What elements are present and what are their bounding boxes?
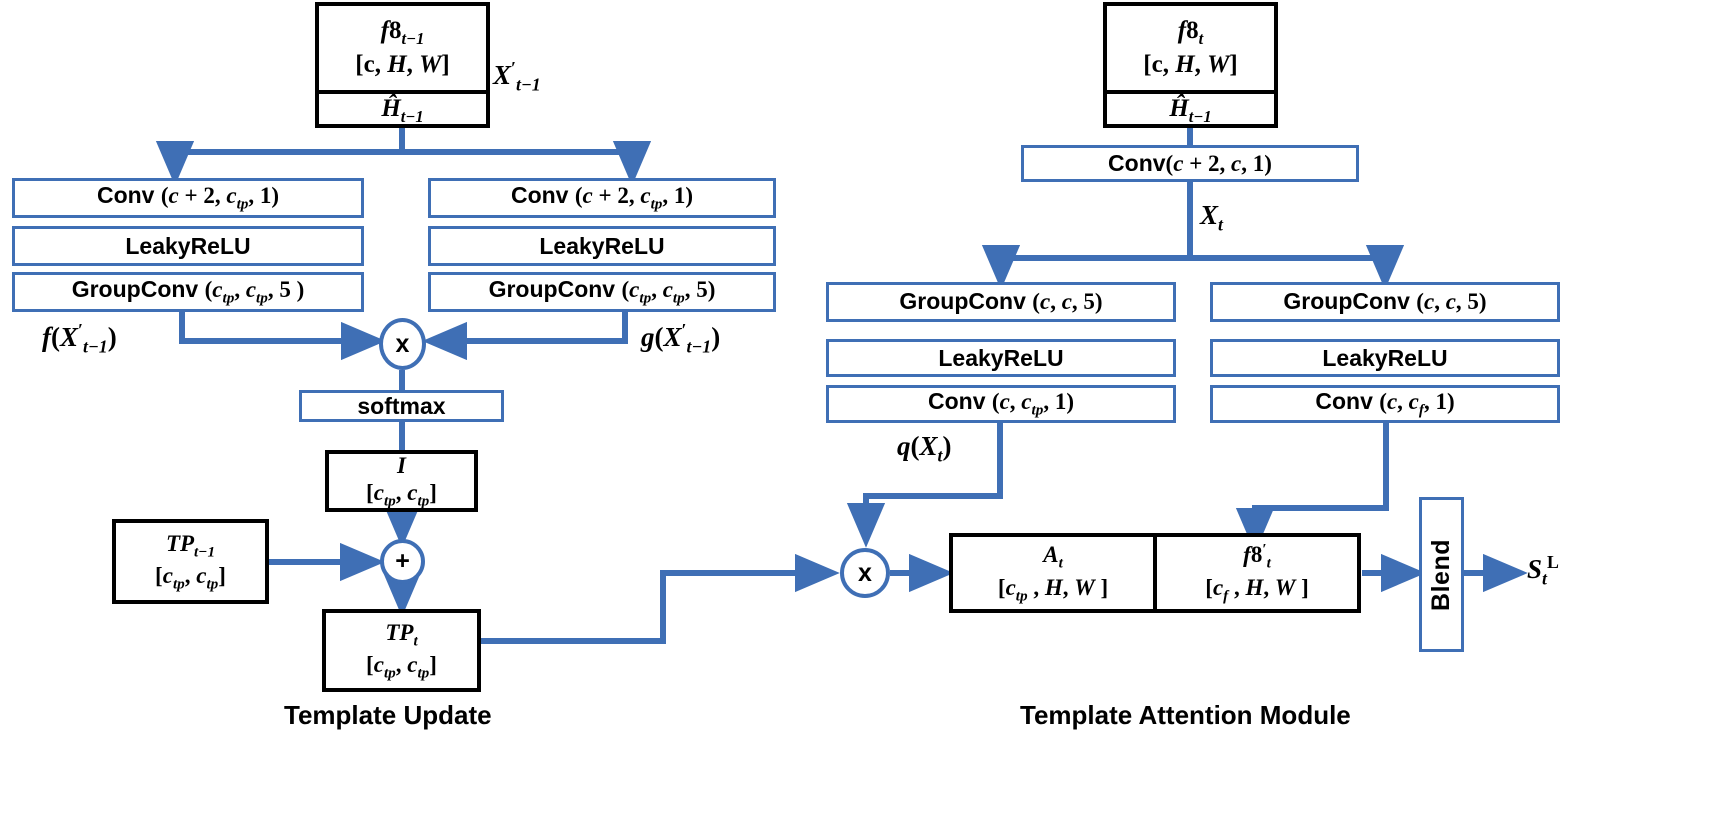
left-softmax-box: softmax [299, 390, 504, 422]
right-input-feature-shape: [c, H, W] [1143, 51, 1238, 79]
left-branch-f-activation: LeakyReLU [12, 226, 364, 266]
left-module-caption: Template Update [284, 700, 492, 730]
left-add-symbol: + [395, 547, 410, 575]
left-identity-name: I [397, 452, 406, 478]
left-branch-f-conv: Conv (c + 2, ctp, 1) [12, 178, 364, 218]
blend-label: Blend [1427, 538, 1455, 611]
left-input-state-cell: Ĥt−1 [381, 95, 424, 126]
right-result-tensor-box: At [ctp , H, W ] f8′t [cf , H, W ] [949, 533, 1361, 613]
left-tp-prev-shape: [ctp, ctp] [155, 562, 226, 593]
right-multiply-operator: x [840, 548, 890, 598]
left-identity-shape: [ctp, ctp] [366, 479, 437, 510]
left-branch-g-activation-label: LeakyReLU [539, 232, 665, 259]
right-branch-v-groupconv: GroupConv (c, c, 5) [1210, 282, 1560, 322]
left-branch-f-output-label: f(X′t−1) [42, 320, 117, 357]
right-branch-v-conv-label: Conv (c, cf, 1) [1315, 388, 1455, 419]
left-tp-shape: [ctp, ctp] [366, 651, 437, 682]
left-branch-f-activation-label: LeakyReLU [125, 232, 251, 259]
right-result-attention-shape: [ctp , H, W ] [997, 575, 1109, 605]
left-branch-g-groupconv-label: GroupConv (ctp, ctp, 5) [488, 276, 716, 307]
right-branch-q-conv-label: Conv (c, ctp, 1) [928, 388, 1074, 419]
right-input-feature-name: f8t [1177, 17, 1204, 49]
left-branch-g-output-label: g(X′t−1) [641, 320, 721, 357]
left-input-tensor-box: f8t−1 [c, H, W] Ĥt−1 [315, 2, 490, 128]
right-result-attention-half: At [ctp , H, W ] [953, 537, 1157, 609]
right-input-state-cell: Ĥt−1 [1169, 95, 1212, 126]
left-branch-g-activation: LeakyReLU [428, 226, 776, 266]
right-input-tensor-box: f8t [c, H, W] Ĥt−1 [1103, 2, 1278, 128]
left-identity-tensor-box: I [ctp, ctp] [325, 450, 478, 512]
left-multiply-operator: x [379, 318, 426, 370]
right-input-feature-cell: f8t [c, H, W] [1107, 6, 1274, 94]
right-branch-q-groupconv: GroupConv (c, c, 5) [826, 282, 1176, 322]
right-branch-q-conv: Conv (c, ctp, 1) [826, 385, 1176, 423]
right-multiply-symbol: x [858, 558, 872, 587]
left-multiply-symbol: x [395, 329, 410, 358]
right-branch-q-activation: LeakyReLU [826, 339, 1176, 377]
left-tp-prev-tensor-box: TPt−1 [ctp, ctp] [112, 519, 269, 604]
right-result-feature-shape: [cf , H, W ] [1205, 575, 1309, 605]
left-branch-g-conv-label: Conv (c + 2, ctp, 1) [510, 182, 694, 213]
right-branch-v-groupconv-label: GroupConv (c, c, 5) [1283, 288, 1487, 315]
right-x-label: Xt [1200, 200, 1223, 235]
right-module-caption: Template Attention Module [1020, 700, 1351, 730]
right-branch-q-groupconv-label: GroupConv (c, c, 5) [899, 288, 1103, 315]
left-add-operator: + [380, 539, 425, 584]
left-input-feature-name: f8t−1 [380, 17, 425, 49]
left-input-feature-shape: [c, H, W] [355, 51, 450, 79]
left-branch-g-conv: Conv (c + 2, ctp, 1) [428, 178, 776, 218]
left-tp-name: TPt [385, 620, 418, 650]
right-result-feature-half: f8′t [cf , H, W ] [1157, 537, 1357, 609]
right-output-label: StL [1527, 552, 1559, 589]
right-branch-v-activation: LeakyReLU [1210, 339, 1560, 377]
left-branch-f-groupconv: GroupConv (ctp, ctp, 5 ) [12, 272, 364, 312]
left-tp-tensor-box: TPt [ctp, ctp] [322, 609, 481, 692]
left-input-side-label: X′t−1 [493, 58, 541, 95]
right-result-attention-name: At [1043, 541, 1063, 572]
left-input-feature-cell: f8t−1 [c, H, W] [319, 6, 486, 94]
left-softmax-label: softmax [357, 392, 446, 419]
left-branch-f-conv-label: Conv (c + 2, ctp, 1) [96, 182, 280, 213]
right-branch-v-conv: Conv (c, cf, 1) [1210, 385, 1560, 423]
blend-box: Blend [1419, 497, 1464, 652]
right-result-feature-name: f8′t [1243, 540, 1271, 572]
left-branch-g-groupconv: GroupConv (ctp, ctp, 5) [428, 272, 776, 312]
left-branch-f-groupconv-label: GroupConv (ctp, ctp, 5 ) [71, 276, 305, 307]
right-conv-box: Conv(c + 2, c, 1) [1021, 145, 1359, 182]
right-branch-q-activation-label: LeakyReLU [938, 344, 1064, 371]
left-tp-prev-name: TPt−1 [165, 531, 216, 561]
right-branch-v-activation-label: LeakyReLU [1322, 344, 1448, 371]
right-branch-q-output-label: q(Xt) [897, 431, 952, 466]
right-conv-label: Conv(c + 2, c, 1) [1108, 149, 1272, 176]
